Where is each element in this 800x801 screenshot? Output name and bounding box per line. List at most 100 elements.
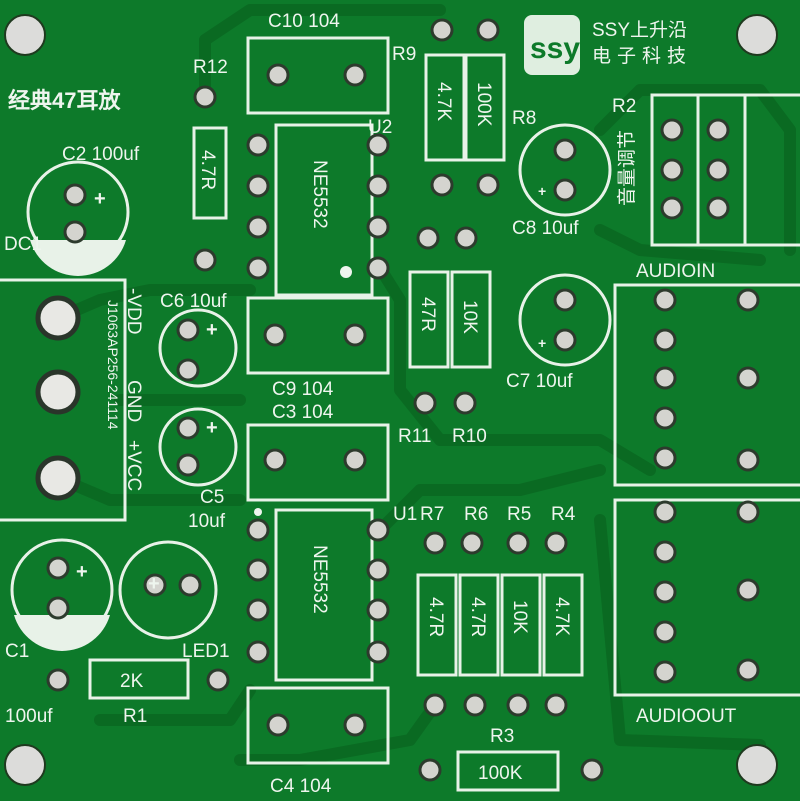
dc-jack-pad — [35, 295, 81, 341]
c4-label: C4 104 — [270, 776, 332, 797]
solder-pad — [416, 226, 440, 250]
solder-pad — [63, 220, 87, 244]
solder-pad — [463, 693, 487, 717]
c1-label: C1 — [5, 641, 29, 662]
r10-label: R10 — [452, 426, 487, 447]
connector-part-number: J1063AP256-241114 — [105, 300, 121, 430]
svg-text:+: + — [206, 417, 218, 439]
solder-pad — [366, 598, 390, 622]
solder-pad — [246, 518, 270, 542]
dc1-label: DC1 — [4, 234, 42, 255]
solder-pad — [544, 693, 568, 717]
volume-label: 音量调节 — [616, 130, 638, 206]
r1-label: R1 — [123, 706, 147, 727]
solder-pad — [506, 531, 530, 555]
solder-pad — [653, 366, 677, 390]
svg-text:+: + — [148, 573, 160, 595]
dc-jack-pad — [35, 369, 81, 415]
r3-label: R3 — [490, 726, 514, 747]
board-title: 经典47耳放 — [8, 88, 121, 113]
polarity-marks: +++ ++ ++ — [76, 183, 546, 595]
solder-pad — [46, 668, 70, 692]
u1-label: U1 — [393, 504, 417, 525]
solder-pad — [343, 63, 367, 87]
brand-name: SSY上升沿 — [592, 19, 687, 41]
solder-pad — [553, 178, 577, 202]
solder-pad — [736, 366, 760, 390]
solder-pad — [544, 531, 568, 555]
solder-pad — [343, 713, 367, 737]
u2-value: NE5532 — [309, 160, 330, 229]
svg-text:+: + — [76, 561, 88, 583]
solder-pad — [143, 573, 167, 597]
solder-pad — [430, 173, 454, 197]
solder-pad — [366, 174, 390, 198]
r9-value: 4.7K — [433, 82, 454, 121]
solder-pad — [266, 63, 290, 87]
c7-label: C7 10uf — [506, 371, 573, 392]
solder-pad — [46, 556, 70, 580]
dc-jack-pad — [35, 455, 81, 501]
u2-label: U2 — [368, 117, 392, 138]
solder-pad — [178, 573, 202, 597]
r1-value: 2K — [120, 671, 144, 692]
solder-pad — [343, 323, 367, 347]
solder-pad — [423, 531, 447, 555]
solder-pad — [366, 133, 390, 157]
solder-pad — [193, 85, 217, 109]
r8-label: R8 — [512, 108, 536, 129]
solder-pad — [653, 446, 677, 470]
led1-label: LED1 — [182, 641, 230, 662]
c10-label: C10 104 — [268, 11, 340, 32]
r6-value: 4.7R — [467, 597, 488, 637]
r7-value: 4.7R — [425, 597, 446, 637]
svg-text:+: + — [538, 183, 546, 199]
silkscreen-outlines — [0, 36, 800, 792]
solder-pad — [263, 323, 287, 347]
solder-pad — [653, 580, 677, 604]
r4-value: 4.7K — [551, 597, 572, 636]
mounting-hole — [4, 744, 46, 786]
solder-pad — [736, 448, 760, 472]
solder-pad — [580, 758, 604, 782]
solder-pad — [653, 620, 677, 644]
solder-pad — [206, 668, 230, 692]
r5-label: R5 — [507, 504, 531, 525]
solder-pad — [366, 215, 390, 239]
power-label-vcc: +VCC — [123, 440, 144, 491]
solder-pad — [653, 540, 677, 564]
ssy-logo: ssy — [524, 15, 580, 75]
solder-pad — [366, 640, 390, 664]
solder-pad — [476, 173, 500, 197]
svg-text:+: + — [538, 335, 546, 351]
solder-pad — [706, 118, 730, 142]
solder-pad — [63, 183, 87, 207]
solder-pad — [413, 391, 437, 415]
u1-value: NE5532 — [309, 545, 330, 614]
pin1-marker — [340, 266, 352, 278]
solder-pad — [366, 256, 390, 280]
r2-label: R2 — [612, 96, 636, 117]
solder-pad — [660, 196, 684, 220]
solder-pad — [263, 448, 287, 472]
solder-pad — [176, 453, 200, 477]
svg-text:ssy: ssy — [530, 32, 580, 65]
r3-value: 100K — [478, 763, 523, 784]
r12-value: 4.7R — [197, 150, 218, 190]
solder-pad — [706, 158, 730, 182]
r9-label: R9 — [392, 44, 416, 65]
r11-label: R11 — [398, 426, 431, 447]
solder-pad — [246, 174, 270, 198]
power-label-vdd: -VDD — [123, 288, 144, 334]
r4-label: R4 — [551, 504, 576, 525]
solder-pad — [553, 288, 577, 312]
c5-label: C5 — [200, 487, 224, 508]
solder-pad — [736, 288, 760, 312]
solder-pad — [246, 215, 270, 239]
audioout-label: AUDIOOUT — [636, 706, 737, 727]
c5-value: 10uf — [188, 511, 226, 532]
solder-pad — [460, 531, 484, 555]
solder-pads — [46, 18, 760, 782]
solder-pad — [366, 558, 390, 582]
